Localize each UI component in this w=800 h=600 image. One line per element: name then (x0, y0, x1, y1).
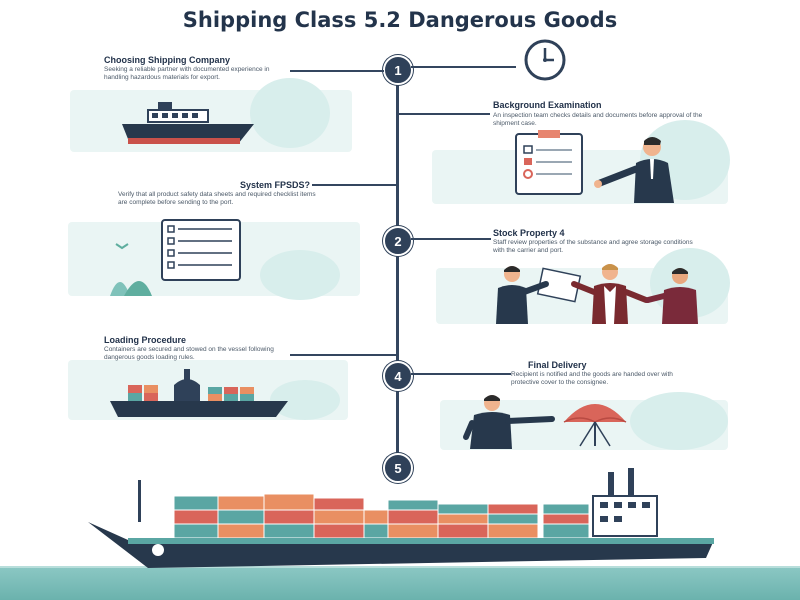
connector-1 (290, 70, 384, 72)
step-heading-system: System FPSDS? (240, 180, 311, 190)
timeline-line (396, 58, 399, 466)
connector-examination (398, 113, 490, 115)
umbrella-icon (563, 404, 627, 447)
connector-2 (411, 238, 491, 240)
step-node-1: 1 (383, 55, 413, 85)
connector-loading (290, 354, 396, 356)
page-title: Shipping Class 5.2 Dangerous Goods (182, 8, 618, 32)
step-heading-examination: Background Examination (493, 100, 602, 110)
ship-icon (122, 102, 254, 144)
clipboard-icon (161, 219, 241, 281)
step-heading-4: Final Delivery (528, 360, 587, 370)
step-heading-1: Choosing Shipping Company (104, 55, 230, 65)
cloud-shape (260, 250, 340, 300)
step-heading-loading: Loading Procedure (104, 335, 187, 345)
delivery-person-icon (463, 395, 555, 449)
step-text-system: Verify that all product safety data shee… (118, 191, 316, 206)
clock-icon (524, 39, 566, 81)
step-heading-2: Stock Property 4 (493, 228, 565, 238)
inspector-person-icon (594, 137, 674, 203)
step-text-1: Seeking a reliable partner with document… (104, 66, 270, 81)
cloud-shape (630, 392, 728, 450)
cargo-ship-icon (88, 468, 714, 568)
sea (0, 568, 800, 600)
step-node-2: 2 (383, 226, 413, 256)
connector-4 (411, 373, 511, 375)
step-text-examination: An inspection team checks details and do… (493, 112, 703, 127)
checklist-icon (515, 130, 583, 195)
step-node-4: 4 (383, 361, 413, 391)
cloud-shape (250, 78, 330, 148)
connector-system (312, 184, 397, 186)
step-text-4: Recipient is notified and the goods are … (511, 371, 673, 386)
connector-clock (411, 66, 516, 68)
plant-icon (110, 243, 152, 296)
sea-surface (0, 566, 800, 569)
step-node-5: 5 (383, 453, 413, 483)
people-icon (496, 264, 698, 324)
loading-ship-icon (110, 369, 288, 417)
step-text-2: Staff review properties of the substance… (493, 239, 693, 254)
step-text-loading: Containers are secured and stowed on the… (104, 346, 274, 361)
cloud-shape (270, 380, 340, 420)
